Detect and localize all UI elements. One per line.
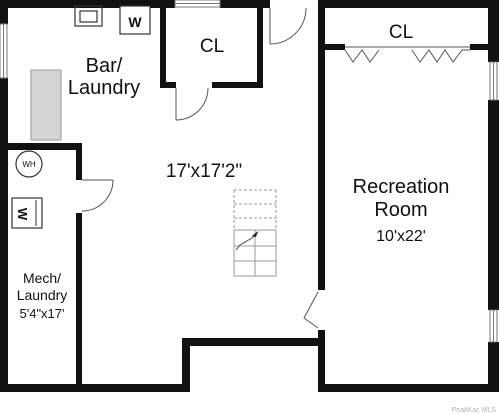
washer-icon: W — [119, 5, 151, 35]
mech-laundry-label-line2: Laundry — [17, 287, 68, 303]
recreation-room-label-line1: Recreation — [353, 176, 450, 198]
water-heater-label: WH — [22, 160, 36, 169]
washer-label: W — [128, 14, 142, 30]
mech-washer-label: W — [15, 208, 30, 221]
mech-laundry-size: 5'4"x17' — [20, 306, 65, 321]
windows — [0, 0, 498, 343]
recreation-room-label-line2: Room — [374, 199, 427, 221]
main-area-size: 17'x17'2" — [166, 161, 242, 182]
mech-laundry-label-line1: Mech/ — [23, 270, 61, 286]
watermark: PeakKac MLS — [452, 407, 497, 414]
stair-arrow-icon — [252, 231, 258, 237]
bar-laundry-label-line1: Bar/ — [86, 55, 123, 77]
bar-laundry-label-line2: Laundry — [68, 77, 140, 99]
water-heater-icon: WH — [15, 150, 43, 178]
closet-left-label: CL — [200, 36, 224, 57]
mech-washer-icon: W — [11, 197, 43, 229]
closet-right-label: CL — [389, 22, 413, 43]
recreation-room-size: 10'x22' — [376, 228, 426, 245]
walls — [0, 0, 499, 392]
sink-icon — [74, 5, 103, 27]
stairs — [233, 189, 277, 277]
bifold-doors — [344, 46, 470, 63]
bar-counter — [30, 69, 62, 141]
doors — [81, 7, 319, 329]
